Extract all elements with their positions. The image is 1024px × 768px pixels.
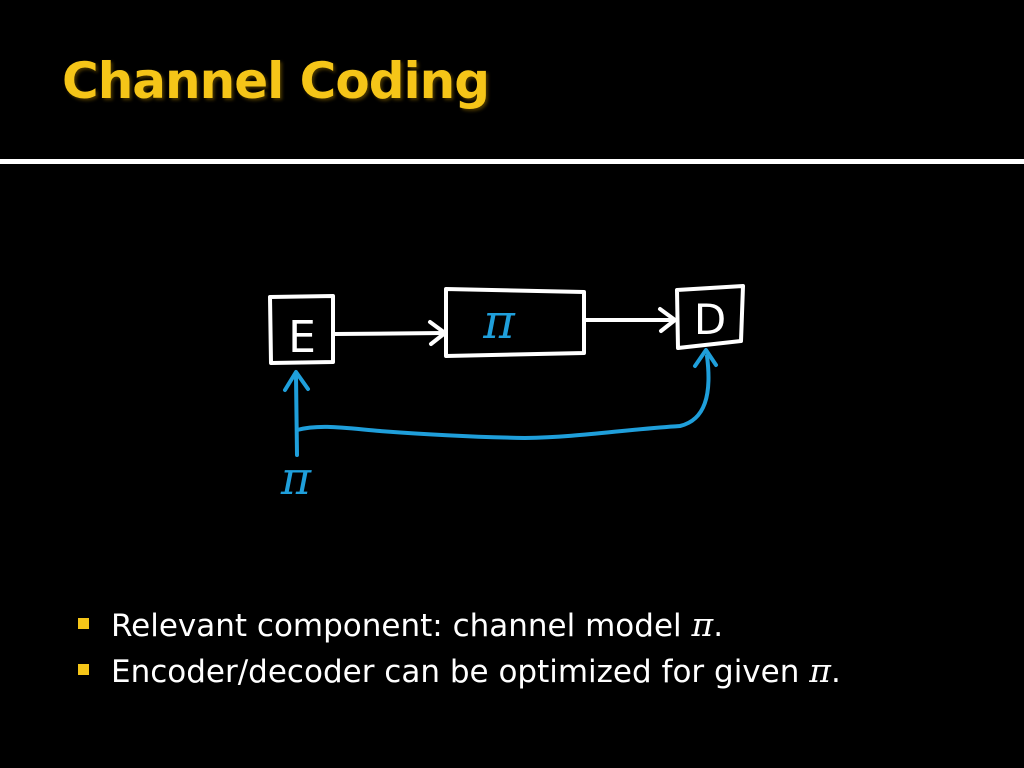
channel-label: π bbox=[482, 294, 516, 350]
pi-symbol: π bbox=[809, 651, 831, 690]
bullet-list: Relevant component: channel model π. Enc… bbox=[78, 602, 841, 694]
decoder-box bbox=[675, 284, 745, 350]
arrow-encoder-to-channel bbox=[333, 331, 445, 336]
slide-title: Channel Coding bbox=[62, 52, 490, 110]
side-info-label: π bbox=[280, 451, 312, 505]
side-info-arrow-to-encoder bbox=[283, 370, 310, 392]
bullet-suffix: . bbox=[830, 654, 841, 690]
channel-box bbox=[444, 287, 586, 358]
title-divider bbox=[0, 159, 1024, 164]
bullet-square-icon bbox=[78, 618, 89, 629]
bullet-item: Encoder/decoder can be optimized for giv… bbox=[78, 648, 841, 694]
decoder-label: D bbox=[694, 295, 726, 344]
side-info-path bbox=[294, 374, 299, 457]
bullet-suffix: . bbox=[713, 608, 724, 644]
arrow-channel-to-decoder-head bbox=[658, 307, 677, 333]
bullet-square-icon bbox=[78, 664, 89, 675]
bullet-text: Encoder/decoder can be optimized for giv… bbox=[111, 654, 810, 690]
bullet-item: Relevant component: channel model π. bbox=[78, 602, 841, 648]
pi-symbol: π bbox=[691, 605, 714, 644]
bullet-text: Relevant component: channel model bbox=[111, 608, 692, 644]
encoder-box bbox=[268, 294, 335, 365]
side-info-arrow-to-decoder bbox=[693, 348, 718, 368]
encoder-label: E bbox=[288, 312, 316, 363]
side-info-path-to-decoder bbox=[295, 354, 711, 441]
